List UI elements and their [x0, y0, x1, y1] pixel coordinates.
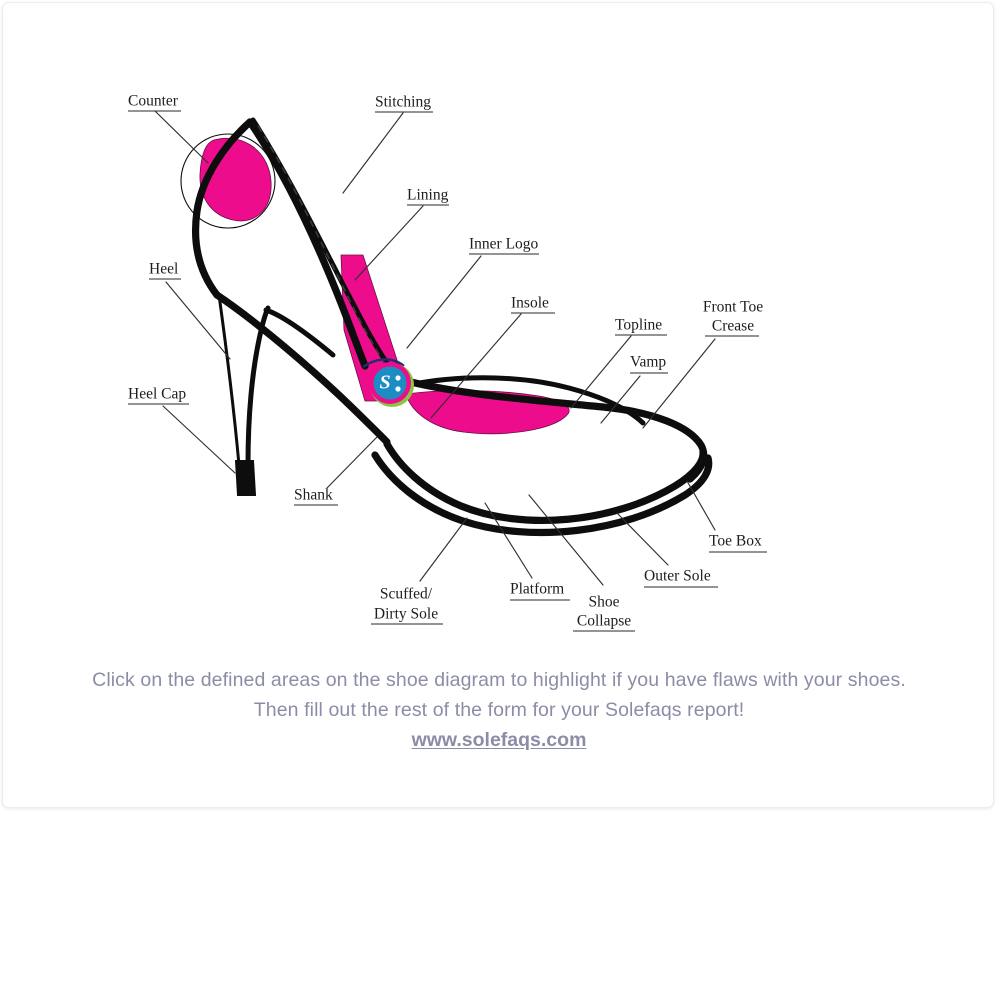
- label-dirty-sole[interactable]: Dirty Sole: [374, 606, 438, 623]
- shoe-diagram-svg[interactable]: S: [3, 3, 995, 663]
- instruction-line-1: Click on the defined areas on the shoe d…: [92, 669, 906, 691]
- leader-toebox: [686, 480, 716, 531]
- label-outer-sole[interactable]: Outer Sole: [644, 568, 711, 585]
- shoe-diagram-card: S: [2, 2, 994, 808]
- instruction-line-2: Then fill out the rest of the form for y…: [253, 699, 745, 721]
- solefaqs-website-link[interactable]: www.solefaqs.com: [411, 729, 587, 751]
- leader-vamp: [600, 375, 641, 424]
- outer-sole-line[interactable]: [371, 451, 713, 537]
- inner-logo-letter: S: [379, 372, 390, 394]
- shoe-vamp-edge[interactable]: [250, 117, 402, 382]
- leader-shoecollapse: [528, 494, 604, 586]
- heel-cap-block[interactable]: [234, 460, 257, 496]
- shoe-back-seam[interactable]: [246, 118, 369, 370]
- counter-circle-shape[interactable]: [180, 133, 276, 229]
- leader-platform: [484, 502, 533, 579]
- label-shank[interactable]: Shank: [294, 487, 333, 504]
- label-front-toe[interactable]: Front Toe: [703, 299, 763, 316]
- shoe-quarter-lower[interactable]: [213, 291, 391, 446]
- label-counter[interactable]: Counter: [128, 93, 179, 110]
- heel-top-joint[interactable]: [263, 307, 336, 358]
- shoe-diagram[interactable]: S: [3, 3, 995, 663]
- heel-shaft-back[interactable]: [245, 305, 271, 468]
- label-shoe[interactable]: Shoe: [589, 594, 620, 611]
- leader-shank: [326, 436, 378, 489]
- leader-counter: [154, 110, 209, 164]
- logo-arc-detail[interactable]: [362, 358, 405, 368]
- inner-logo-badge[interactable]: S: [369, 362, 414, 407]
- label-stitching[interactable]: Stitching: [375, 94, 431, 111]
- leader-heelcap: [162, 405, 236, 474]
- leader-fronttoe: [642, 338, 716, 429]
- leader-lining: [354, 205, 424, 281]
- shoe-upper-outline[interactable]: [191, 118, 254, 299]
- label-toe-box[interactable]: Toe Box: [709, 533, 762, 550]
- leader-scuffed: [419, 517, 468, 582]
- leader-heel: [165, 281, 231, 360]
- label-platform[interactable]: Platform: [510, 581, 564, 598]
- leader-innerlogo: [406, 255, 482, 349]
- leader-insole: [430, 313, 522, 419]
- label-heel[interactable]: Heel: [149, 261, 178, 278]
- label-vamp[interactable]: Vamp: [630, 354, 666, 371]
- label-inner-logo[interactable]: Inner Logo: [469, 236, 539, 253]
- topline-curve[interactable]: [398, 375, 646, 426]
- label-insole[interactable]: Insole: [511, 295, 549, 312]
- leader-outersole: [616, 512, 669, 566]
- label-heel-cap[interactable]: Heel Cap: [128, 386, 186, 403]
- label-topline[interactable]: Topline: [615, 317, 662, 334]
- heel-shaft-front[interactable]: [217, 293, 241, 467]
- label-crease[interactable]: Crease: [712, 318, 754, 335]
- stitching-dashed-line[interactable]: [257, 125, 392, 374]
- counter-pink-area[interactable]: [199, 138, 272, 222]
- label-lining[interactable]: Lining: [407, 187, 449, 204]
- leader-stitching: [342, 112, 404, 194]
- instructions-block: Click on the defined areas on the shoe d…: [3, 665, 995, 752]
- label-collapse[interactable]: Collapse: [577, 613, 631, 630]
- label-scuffed[interactable]: Scuffed/: [380, 586, 433, 603]
- leader-topline: [570, 335, 632, 409]
